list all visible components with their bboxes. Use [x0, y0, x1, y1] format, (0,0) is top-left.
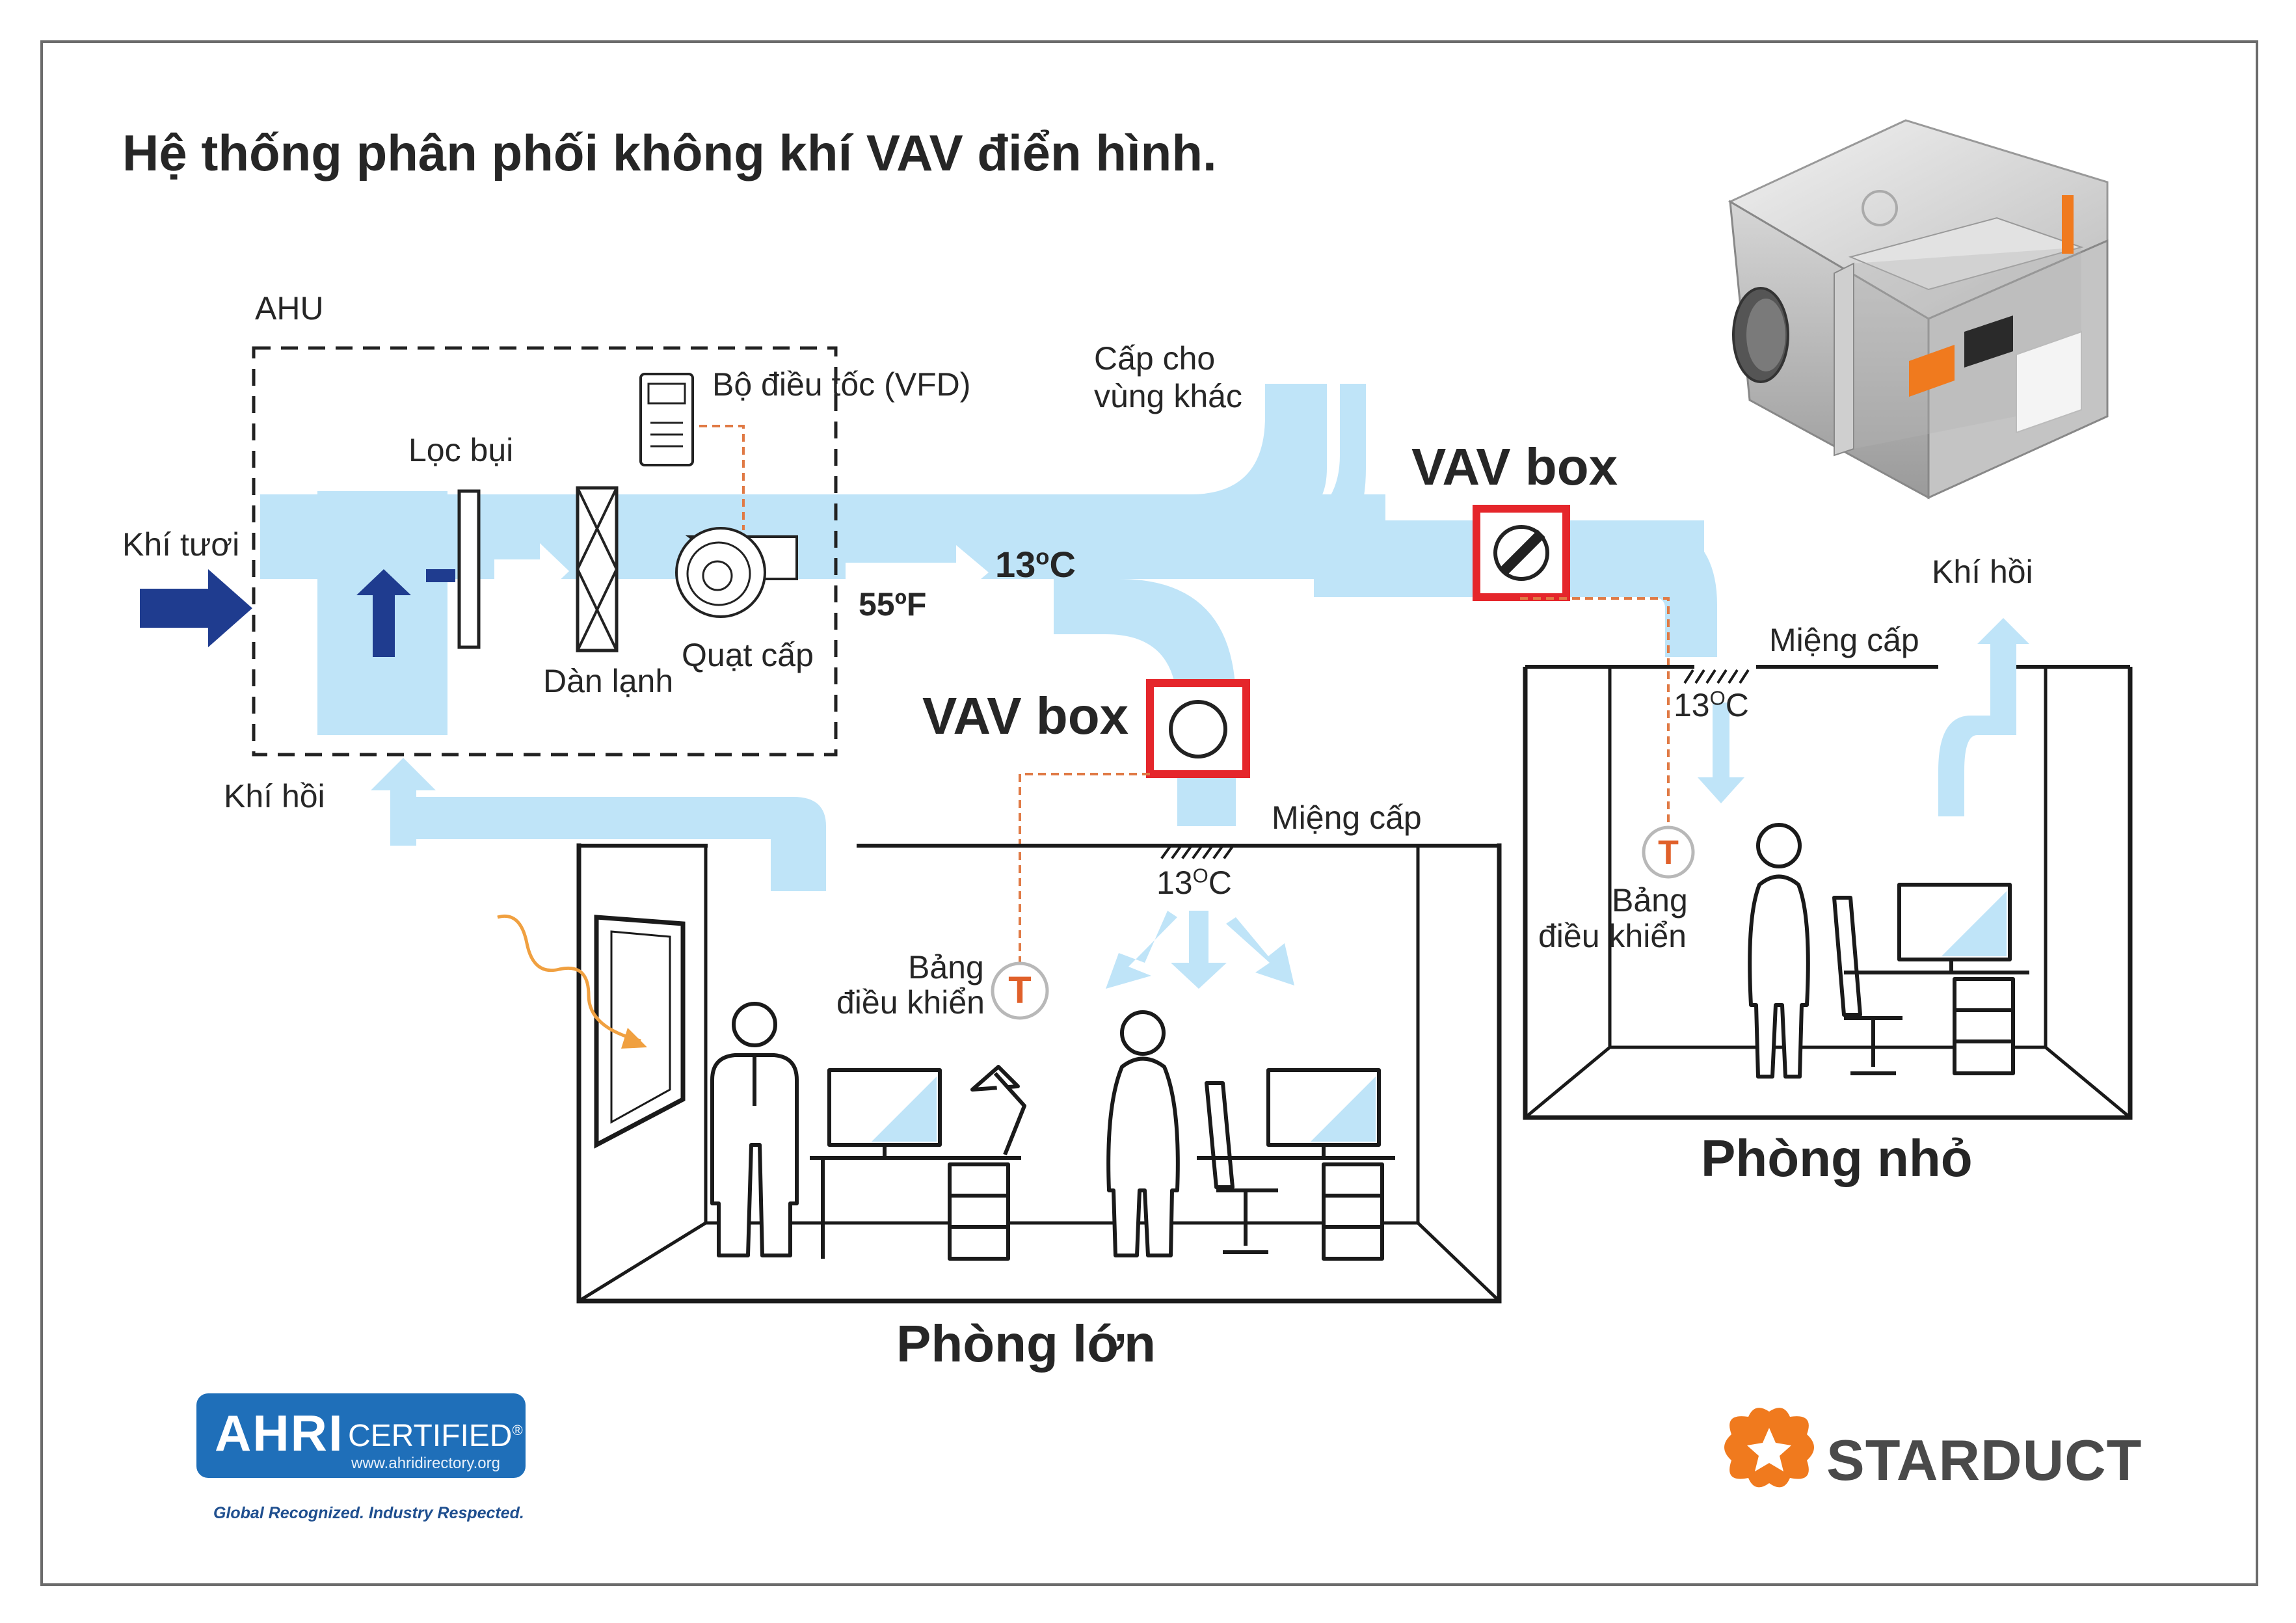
sunlight-icon — [497, 915, 641, 1043]
panel-big-label-1: Bảng — [908, 949, 984, 986]
vav-box-center — [1146, 679, 1250, 778]
return-arrow-head — [371, 758, 436, 846]
duct-right-elbow — [1548, 520, 1717, 657]
ahri-logo-word: AHRI — [215, 1404, 344, 1462]
desk-icon — [1197, 1156, 1395, 1261]
control-lines — [1019, 597, 1670, 974]
cooling-coil-label: Dàn lạnh — [543, 663, 674, 699]
thermostat-icon: T — [991, 961, 1049, 1020]
desk-icon — [1844, 971, 2029, 1075]
svg-text:T: T — [1008, 969, 1031, 1012]
big-room-people — [710, 1002, 1395, 1261]
room-temp-small: 13OC — [1674, 686, 1749, 723]
monitor-icon — [1897, 883, 2012, 972]
fresh-air-label: Khí tươi — [122, 526, 240, 563]
ahri-logo — [196, 1393, 526, 1478]
supply-temp-f: 55ºF — [859, 586, 927, 623]
filter-icon — [457, 489, 481, 649]
room-small-label: Phòng nhỏ — [1701, 1129, 1973, 1187]
page-title: Hệ thống phân phối không khí VAV điển hì… — [122, 124, 1217, 181]
diffuser-icon — [1683, 669, 1750, 684]
damper-icon — [1169, 700, 1227, 758]
fresh-air-arrow-icon — [140, 569, 252, 647]
vfd-label: Bộ điều tốc (VFD) — [712, 366, 971, 403]
panel-big-label-2: điều khiển — [836, 984, 985, 1021]
duct-other-zone-branch-2 — [1268, 384, 1366, 559]
supply-temp-c: 13oC — [995, 544, 1076, 585]
vav-box-right — [1473, 505, 1570, 601]
diffuser-icon — [1160, 844, 1235, 859]
vfd-control-line — [699, 425, 745, 530]
panel-small-label-1: Bảng — [1612, 882, 1688, 919]
monitor-icon — [827, 1068, 942, 1158]
duct-other-zone-branch — [1190, 384, 1327, 520]
diffuser-big-label: Miệng cấp — [1272, 799, 1422, 836]
lamp-icon — [970, 1065, 1026, 1160]
panel-small-label-2: điều khiển — [1538, 918, 1687, 954]
diffuser-small-label: Miệng cấp — [1769, 622, 1919, 658]
flow-arrow-1 — [494, 543, 569, 599]
room-temp-big: 13OC — [1156, 864, 1232, 901]
vav-box-center-label: VAV box — [922, 687, 1129, 745]
office-chair-icon — [1205, 1081, 1278, 1254]
thermostat-icon: T — [1642, 825, 1695, 879]
small-room — [1523, 665, 2133, 1120]
return-air-left-label: Khí hồi — [224, 778, 325, 814]
window-icon — [594, 915, 686, 1149]
cooling-coil-icon — [576, 486, 619, 652]
big-room — [576, 843, 1502, 1304]
ahri-logo-tagline: Global Recognized. Industry Respected. — [213, 1504, 524, 1522]
monitor-icon — [1266, 1068, 1381, 1158]
supply-other-zone-label-1: Cấp cho — [1094, 340, 1216, 377]
ahu-unit — [140, 346, 838, 757]
return-duct-big-room-b — [403, 797, 826, 891]
ahri-logo-url: www.ahridirectory.org — [351, 1455, 500, 1472]
room-big-label: Phòng lớn — [896, 1315, 1156, 1373]
person-icon — [1748, 823, 1810, 1079]
plenum-arrow-icon — [356, 569, 411, 657]
small-room-people — [1748, 823, 2029, 1079]
person-icon — [710, 1002, 799, 1257]
supply-fan-label: Quạt cấp — [682, 637, 814, 673]
ahri-logo-certified: CERTIFIED® — [348, 1419, 523, 1453]
return-air-right-label: Khí hồi — [1932, 554, 2033, 590]
svg-text:T: T — [1658, 834, 1679, 872]
flow-arrows — [494, 543, 989, 600]
ahu-label: AHU — [255, 290, 324, 327]
small-room-arrows — [1698, 618, 2029, 816]
vfd-icon — [639, 373, 694, 466]
page-border — [40, 40, 2258, 1586]
person-icon — [1106, 1010, 1180, 1257]
filter-label: Lọc bụi — [408, 432, 514, 468]
office-chair-icon — [1832, 896, 1902, 1075]
flow-arrow-2 — [846, 545, 989, 600]
starduct-logo-text: STARDUCT — [1826, 1428, 2142, 1492]
starduct-logo-icon — [1724, 1408, 1814, 1488]
big-room-diffuser-arrows — [1106, 911, 1294, 989]
supply-fan-icon — [675, 527, 798, 618]
supply-other-zone-label-2: vùng khác — [1094, 378, 1242, 414]
desk-icon — [810, 1156, 1015, 1261]
vav-product-photo — [1728, 119, 2109, 500]
vav-box-right-label: VAV box — [1411, 438, 1618, 496]
